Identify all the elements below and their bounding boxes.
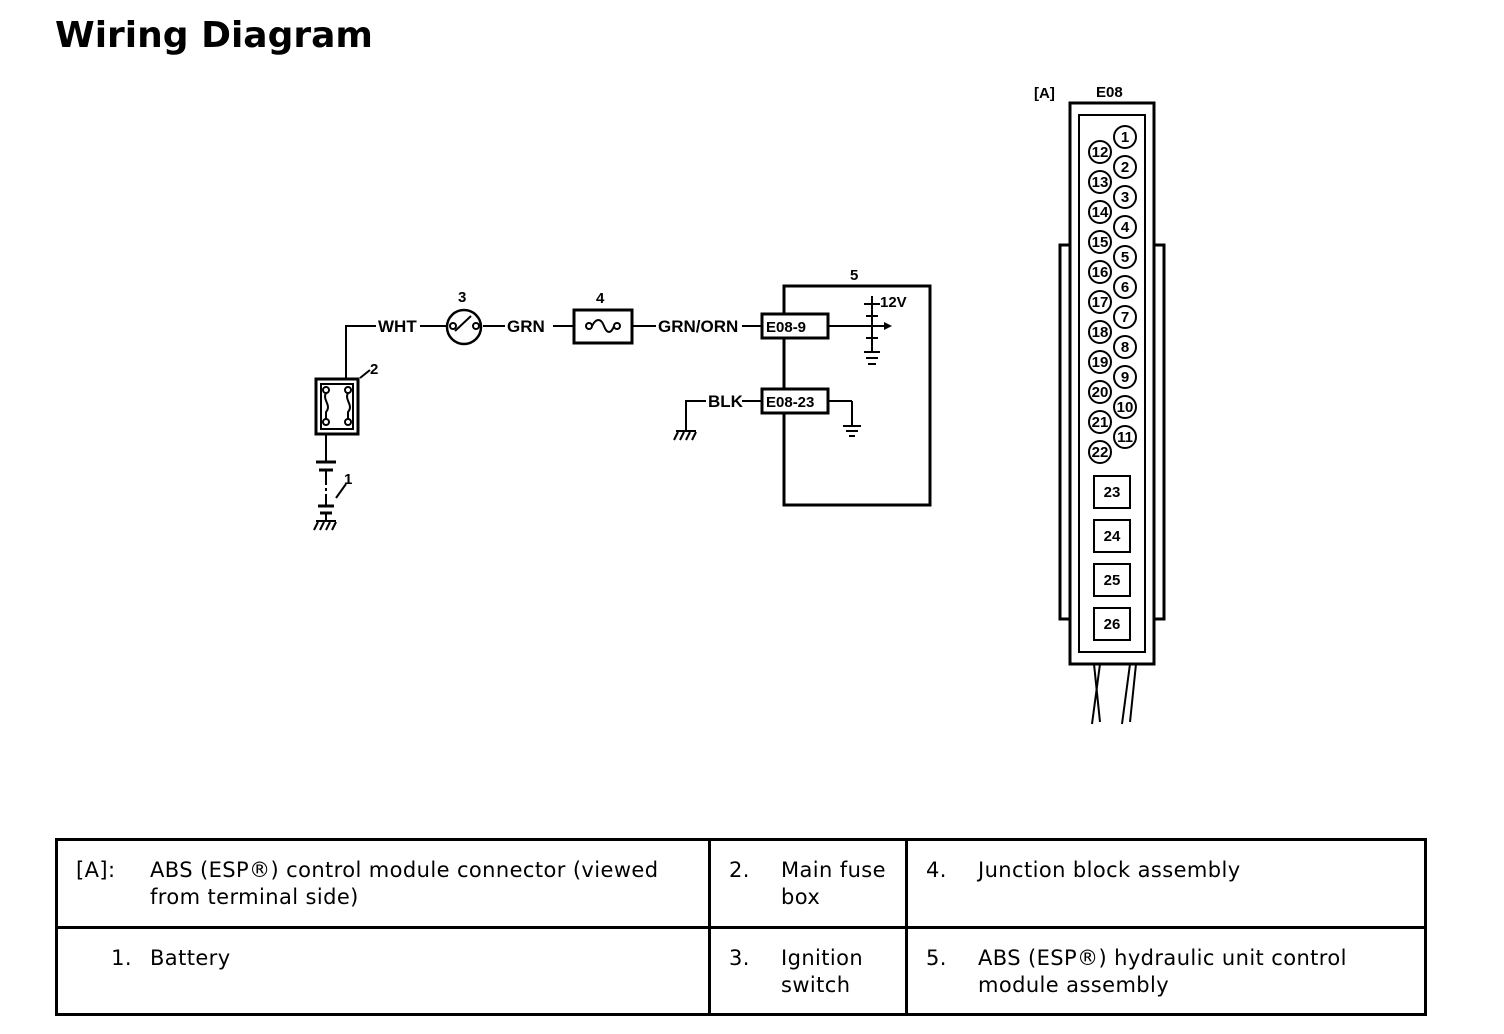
- legend-key-3: 3.: [729, 945, 750, 970]
- callout-5: 5: [850, 267, 858, 284]
- connector-pin: 9: [1113, 365, 1137, 389]
- connector-pin: 15: [1088, 230, 1112, 254]
- legend-cell-2: 2. Main fuse box: [708, 838, 908, 929]
- connector-tag: [A]: [1034, 85, 1055, 102]
- wire-blk: [685, 400, 706, 430]
- connector-pin-label: 14: [1092, 204, 1109, 221]
- connector-pin-label: 9: [1121, 369, 1129, 386]
- legend-text-a: ABS (ESP®) control module connector (vie…: [150, 858, 659, 909]
- connector-pin: 20: [1088, 380, 1112, 404]
- ignition-switch-symbol: [445, 308, 483, 346]
- connector-pin-label: 17: [1092, 294, 1109, 311]
- connector-e08: [1058, 101, 1166, 725]
- connector-pin-label: 7: [1121, 309, 1129, 326]
- connector-pin-label: 5: [1121, 249, 1129, 266]
- connector-pin: 22: [1088, 440, 1112, 464]
- connector-pin: 25: [1093, 563, 1131, 597]
- legend-key-a: [A]:: [76, 858, 116, 882]
- legend-row: 1. Battery 3. Ignition switch 5. ABS (ES…: [55, 925, 1427, 1016]
- legend-cell-5: 5. ABS (ESP®) hydraulic unit control mod…: [905, 925, 1427, 1016]
- connector-pin: 13: [1088, 170, 1112, 194]
- legend-text-4: Junction block assembly: [978, 858, 1241, 882]
- abs-hydraulic-unit-box: [760, 284, 932, 507]
- connector-pin: 4: [1113, 215, 1137, 239]
- wire-label-blk: BLK: [708, 392, 744, 411]
- connector-pin-label: 23: [1104, 484, 1121, 501]
- terminal-e08-23: E08-23: [766, 394, 814, 411]
- connector-pin: 2: [1113, 155, 1137, 179]
- legend-cell-1: 1. Battery: [55, 925, 711, 1016]
- connector-pin: 11: [1113, 425, 1137, 449]
- connector-pin: 18: [1088, 320, 1112, 344]
- connector-pin: 12: [1088, 140, 1112, 164]
- page-title: Wiring Diagram: [55, 15, 373, 56]
- legend-text-5: ABS (ESP®) hydraulic unit control module…: [978, 945, 1347, 997]
- connector-pin: 10: [1113, 395, 1137, 419]
- connector-pin-label: 8: [1121, 339, 1129, 356]
- connector-pin-label: 1: [1121, 129, 1129, 146]
- wiring-diagram: 2 1 3 WHT GRN 4 GRN/ORN BLK: [313, 84, 1166, 725]
- connector-pin: 19: [1088, 350, 1112, 374]
- connector-pin: 6: [1113, 275, 1137, 299]
- connector-pin: 14: [1088, 200, 1112, 224]
- connector-pin-label: 4: [1121, 219, 1130, 236]
- connector-pin-label: 20: [1092, 384, 1109, 401]
- legend-row: [A]: ABS (ESP®) control module connector…: [55, 838, 1427, 929]
- legend-text-3: Ignition switch: [781, 945, 864, 997]
- connector-pin-label: 21: [1092, 414, 1109, 431]
- connector-pin-label: 15: [1092, 234, 1109, 251]
- connector-id: E08: [1096, 84, 1123, 101]
- callout-3: 3: [458, 289, 466, 306]
- wire-label-grn-orn: GRN/ORN: [658, 317, 738, 336]
- connector-pins: 1213141516171819202122123456789101123242…: [1088, 125, 1137, 641]
- wire-label-grn: GRN: [507, 317, 545, 336]
- wire-wht: [345, 325, 376, 378]
- wire-label-wht: WHT: [378, 317, 417, 336]
- connector-pin: 5: [1113, 245, 1137, 269]
- voltage-label: 12V: [880, 294, 907, 311]
- callout-2: 2: [370, 361, 378, 378]
- connector-pin-label: 19: [1092, 354, 1109, 371]
- connector-pin-label: 24: [1104, 528, 1121, 545]
- terminal-e08-9: E08-9: [766, 319, 806, 336]
- connector-pin: 17: [1088, 290, 1112, 314]
- connector-pin: 21: [1088, 410, 1112, 434]
- connector-pin-label: 13: [1092, 174, 1109, 191]
- callout-4: 4: [596, 290, 605, 307]
- callout-1: 1: [344, 471, 352, 488]
- connector-pin-label: 2: [1121, 159, 1129, 176]
- connector-pin-label: 11: [1117, 429, 1133, 446]
- connector-pin-label: 10: [1117, 399, 1134, 416]
- legend-cell-3: 3. Ignition switch: [708, 925, 908, 1016]
- connector-pin-label: 22: [1092, 444, 1109, 461]
- connector-pin-label: 25: [1104, 572, 1121, 589]
- connector-pin: 3: [1113, 185, 1137, 209]
- connector-pin-label: 26: [1104, 616, 1121, 633]
- legend-key-4: 4.: [926, 858, 947, 882]
- connector-pin-label: 12: [1092, 144, 1109, 161]
- junction-block-symbol: [572, 308, 634, 345]
- main-fuse-box-symbol: [314, 369, 371, 436]
- legend-cell-a: [A]: ABS (ESP®) control module connector…: [55, 838, 711, 929]
- connector-pin: 16: [1088, 260, 1112, 284]
- battery-symbol: [313, 435, 347, 531]
- legend-text-2: Main fuse box: [781, 858, 886, 909]
- connector-pin: 24: [1093, 519, 1131, 553]
- connector-pin-label: 18: [1092, 324, 1109, 341]
- connector-pin: 1: [1113, 125, 1137, 149]
- legend-table: [A]: ABS (ESP®) control module connector…: [55, 838, 1427, 1016]
- connector-pin: 8: [1113, 335, 1137, 359]
- legend-key-1: 1.: [111, 945, 132, 970]
- connector-pin: 7: [1113, 305, 1137, 329]
- connector-pin: 23: [1093, 475, 1131, 509]
- connector-pin-label: 6: [1121, 279, 1129, 296]
- connector-pin-label: 16: [1092, 264, 1109, 281]
- legend-key-2: 2.: [729, 858, 750, 882]
- connector-pin-label: 3: [1121, 189, 1129, 206]
- legend-text-1: Battery: [150, 945, 231, 970]
- connector-pin: 26: [1093, 607, 1131, 641]
- legend-cell-4: 4. Junction block assembly: [905, 838, 1427, 929]
- legend-key-5: 5.: [926, 945, 947, 970]
